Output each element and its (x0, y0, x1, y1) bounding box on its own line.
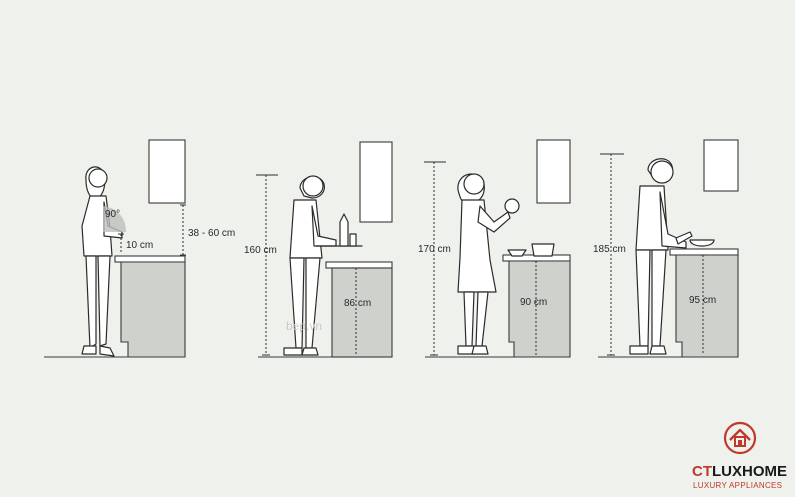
base-cabinet-2 (331, 267, 393, 358)
bottle-icon (339, 213, 349, 247)
plate-icon (675, 231, 693, 245)
figure-man-1 (283, 175, 363, 356)
jar-icon (504, 198, 520, 214)
base-cabinet-1 (120, 261, 186, 358)
counter-86-label: 86 cm (344, 298, 371, 309)
house-logo-icon (723, 421, 757, 455)
wall-cabinet-4 (703, 139, 739, 192)
angle-label: 90° (105, 209, 120, 220)
watermark-text: bep.vn (286, 319, 322, 333)
wall-cabinet-2 (359, 141, 393, 223)
brand-name-part2: LUXHOME (712, 463, 787, 480)
figure-woman-2 (457, 173, 520, 355)
base-cabinet-4 (675, 254, 739, 358)
glass-icon (349, 233, 357, 247)
countertop-2 (325, 261, 393, 269)
height-160-label: 160 cm (244, 245, 277, 256)
counter-95-label: 95 cm (689, 295, 716, 306)
wall-cabinet-3 (536, 139, 571, 204)
elbow-angle-shading (103, 206, 127, 232)
scene-160cm: 160 cm 86 cm (244, 141, 393, 358)
pan-icon (689, 239, 715, 247)
countertop-4 (669, 248, 739, 256)
base-cabinet-3 (508, 260, 571, 358)
brand-name-part1: CT (692, 463, 712, 480)
wall-cabinet-1 (148, 139, 186, 204)
brand-tagline: LUXURY APPLIANCES (693, 481, 782, 490)
counter-90-label: 90 cm (520, 297, 547, 308)
wall-gap-label: 38 - 60 cm (188, 228, 235, 239)
height-170-label: 170 cm (418, 244, 451, 255)
scene-170cm: 170 cm 90 cm (418, 139, 571, 358)
brand-name: CTLUXHOME (692, 463, 787, 480)
figure-man-2 (629, 158, 693, 355)
figure-woman-1 (81, 166, 127, 357)
scene-elbow-clearance: 90° 38 - 60 cm 10 cm (44, 139, 235, 358)
bowl-icon (507, 249, 527, 257)
height-185-label: 185 cm (593, 244, 626, 255)
pot-icon (531, 243, 555, 257)
scene-185cm: 185 cm 95 cm (593, 139, 739, 358)
brand-logo: CTLUXHOME LUXURY APPLIANCES (692, 421, 787, 490)
elbow-gap-label: 10 cm (126, 240, 153, 251)
countertop-1 (114, 255, 186, 263)
